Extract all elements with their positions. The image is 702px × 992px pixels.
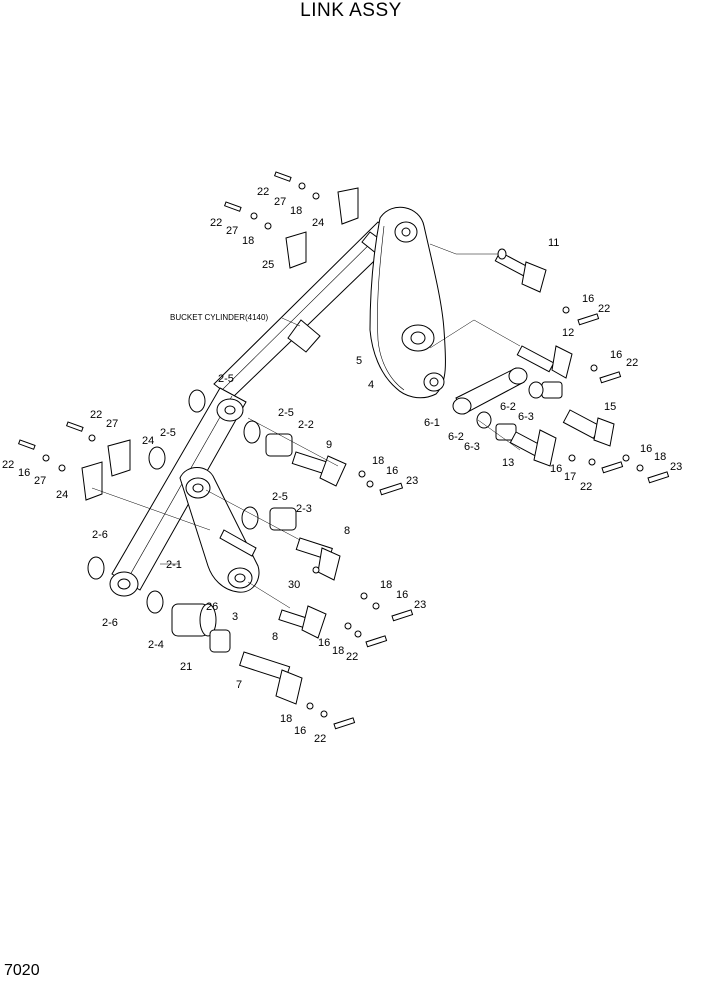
part-labels: BUCKET CYLINDER(4140) 22 27 18 24 22 27 …: [2, 186, 682, 745]
label-2-1: 2-1: [166, 559, 182, 571]
label-22: 22: [598, 303, 610, 315]
label-2-6: 2-6: [92, 529, 108, 541]
label-11: 11: [548, 237, 559, 249]
label-30: 30: [288, 579, 300, 591]
label-27: 27: [106, 418, 118, 430]
label-18: 18: [242, 235, 254, 247]
label-24: 24: [56, 489, 68, 501]
label-24: 24: [142, 435, 154, 447]
label-8: 8: [344, 525, 350, 537]
label-2-5: 2-5: [278, 407, 294, 419]
label-18: 18: [380, 579, 392, 591]
label-18: 18: [654, 451, 666, 463]
label-26: 26: [206, 601, 218, 613]
label-3: 3: [232, 611, 238, 623]
pins-and-bushings: [17, 171, 670, 730]
label-2-3: 2-3: [296, 503, 312, 515]
label-2-5: 2-5: [218, 373, 234, 385]
label-16: 16: [640, 443, 652, 455]
label-24: 24: [312, 217, 324, 229]
label-23: 23: [414, 599, 426, 611]
label-16: 16: [396, 589, 408, 601]
label-15: 15: [604, 401, 616, 413]
label-5: 5: [356, 355, 362, 367]
label-27: 27: [226, 225, 238, 237]
label-6-2: 6-2: [500, 401, 516, 413]
lower-link: [179, 467, 260, 593]
page-number: 7020: [4, 962, 40, 979]
label-6-2: 6-2: [448, 431, 464, 443]
label-2-6: 2-6: [102, 617, 118, 629]
label-16: 16: [610, 349, 622, 361]
label-25: 25: [262, 259, 274, 271]
label-17: 17: [564, 471, 576, 483]
label-27: 27: [274, 196, 286, 208]
label-22: 22: [257, 186, 269, 198]
label-16: 16: [18, 467, 30, 479]
label-16: 16: [582, 293, 594, 305]
leader-lines: [91, 243, 521, 609]
label-22: 22: [346, 651, 358, 663]
label-6-1: 6-1: [424, 417, 440, 429]
diagram-title: LINK ASSY: [300, 0, 402, 21]
label-12: 12: [562, 327, 574, 339]
label-7: 7: [236, 679, 242, 691]
label-2-4: 2-4: [148, 639, 164, 651]
label-18: 18: [280, 713, 292, 725]
label-22: 22: [626, 357, 638, 369]
label-22: 22: [210, 217, 222, 229]
label-4: 4: [368, 379, 374, 391]
label-9: 9: [326, 439, 332, 451]
label-8: 8: [272, 631, 278, 643]
label-18: 18: [290, 205, 302, 217]
label-18: 18: [372, 455, 384, 467]
label-23: 23: [670, 461, 682, 473]
label-13: 13: [502, 457, 514, 469]
note-bucket-cylinder: BUCKET CYLINDER(4140): [170, 313, 268, 322]
main-link: [109, 387, 247, 597]
label-22: 22: [90, 409, 102, 421]
label-2-2: 2-2: [298, 419, 314, 431]
label-16: 16: [550, 463, 562, 475]
bell-crank: [369, 206, 446, 399]
label-22: 22: [580, 481, 592, 493]
label-16: 16: [386, 465, 398, 477]
label-2-5: 2-5: [272, 491, 288, 503]
label-16: 16: [294, 725, 306, 737]
link-6-1: [452, 367, 528, 415]
label-18: 18: [332, 645, 344, 657]
label-6-3: 6-3: [518, 411, 534, 423]
label-2-5: 2-5: [160, 427, 176, 439]
label-22: 22: [314, 733, 326, 745]
label-23: 23: [406, 475, 418, 487]
label-21: 21: [180, 661, 192, 673]
label-16: 16: [318, 637, 330, 649]
label-22: 22: [2, 459, 14, 471]
label-6-3: 6-3: [464, 441, 480, 453]
label-27: 27: [34, 475, 46, 487]
